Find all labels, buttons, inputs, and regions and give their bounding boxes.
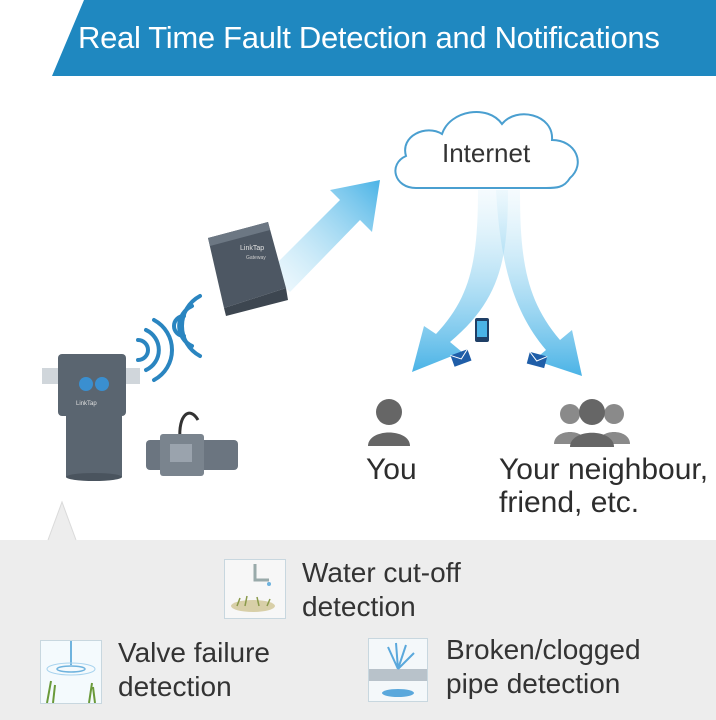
neighbour-line-1: Your neighbour, (499, 453, 709, 486)
gateway-brand: LinkTap (240, 245, 264, 252)
controller-brand: LinkTap (76, 401, 97, 407)
phone-icon (475, 318, 489, 342)
group-icon (554, 399, 630, 447)
neighbour-label: Your neighbour, friend, etc. (499, 453, 708, 519)
broken-pipe-thumbnail (368, 638, 428, 702)
page-title: Real Time Fault Detection and Notificati… (78, 20, 660, 55)
feature-valve-failure: Valve failure detection (118, 636, 270, 704)
feature-broken-pipe-line-1: Broken/clogged (446, 634, 641, 665)
water-timer-controller: LinkTap (42, 354, 140, 481)
feature-water-cutoff-line-1: Water cut-off (302, 557, 461, 588)
notification-arrows (412, 190, 582, 376)
envelope-icon (450, 349, 472, 367)
valve-failure-thumbnail (40, 640, 102, 704)
feature-broken-pipe: Broken/clogged pipe detection (446, 633, 641, 701)
feature-valve-failure-line-1: Valve failure (118, 637, 271, 668)
internet-cloud-icon (394, 110, 579, 189)
title-banner (52, 0, 716, 76)
feature-broken-pipe-line-2: pipe detection (446, 668, 621, 699)
wifi-signal-icon (136, 318, 174, 382)
feature-water-cutoff-line-2: detection (302, 591, 416, 622)
feature-valve-failure-line-2: detection (118, 671, 232, 702)
water-cutoff-thumbnail (224, 559, 286, 619)
internet-label: Internet (442, 138, 531, 168)
features-panel (0, 500, 716, 720)
envelope-icon (526, 351, 548, 369)
gateway-model: Gateway (246, 255, 266, 261)
flow-meter (146, 411, 238, 476)
person-icon (368, 399, 410, 446)
you-label: You (366, 453, 417, 486)
feature-water-cutoff: Water cut-off detection (302, 556, 461, 624)
wifi-signal-icon (172, 294, 202, 358)
gateway-device: LinkTap Gateway (208, 222, 288, 316)
neighbour-line-2: friend, etc. (499, 486, 640, 519)
upload-arrow (268, 180, 380, 292)
